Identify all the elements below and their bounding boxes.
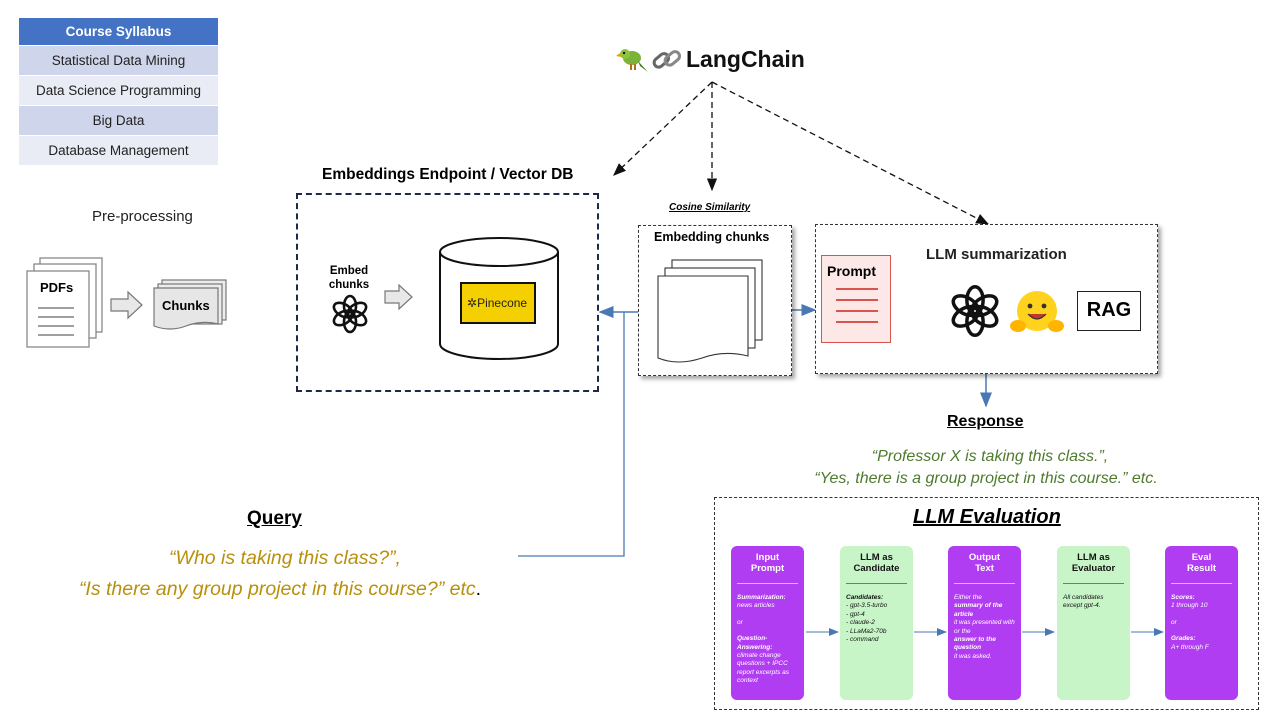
langchain-arrow-summarization [711,81,990,225]
chunks-stack-icon [153,279,227,330]
openai-icon [332,294,368,334]
rag-badge: RAG [1077,291,1141,331]
eval-card-line: it was asked. [954,652,992,660]
response-example-1: “Professor X is taking this class.”, [871,448,1109,465]
syllabus-item: Big Data [19,106,218,136]
syllabus-item: Data Science Programming [19,76,218,106]
parrot-icon [616,49,648,72]
preprocessing-label: Pre-processing [92,208,193,225]
eval-card-line: summary of the article [954,602,1003,618]
eval-card-line: Grades: [1171,635,1196,643]
eval-card-line: climate change questions + IPCC report e… [737,651,790,685]
embedding-chunks-title: Embedding chunks [654,230,770,244]
syllabus-header: Course Syllabus [19,18,218,46]
llm-summarization-title: LLM summarization [926,246,1067,263]
eval-card-line: - LLaMa2-70b [846,627,887,635]
query-example-1: “Who is taking this class?”, [169,547,401,569]
eval-card-line: Question- [737,635,768,643]
pdf-stack-icon [26,257,103,348]
langchain-label: LangChain [686,46,805,72]
eval-card-line: All candidates except gpt-4. [1063,593,1104,610]
huggingface-icon [1010,291,1064,332]
course-syllabus-table: Course Syllabus Statistical Data Mining … [19,18,218,166]
openai-icon [951,284,999,338]
vectordb-box [296,193,599,392]
eval-card-line: news articles [737,602,775,610]
query-example-2: “Is there any group project in this cour… [40,578,520,601]
response-label: Response [947,413,1024,430]
eval-card-line: it was presented with or the [954,619,1015,635]
response-example-2: “Yes, there is a group project in this c… [814,470,1158,487]
embed-label-line: chunks [328,279,370,291]
prompt-label: Prompt [827,263,876,279]
pdfs-label: PDFs [40,280,74,295]
eval-card-line: 1 through 10 [1171,602,1208,610]
embed-label-line: Embed [329,265,369,277]
llm-evaluation-box [714,497,1259,710]
embed-chunks-label: Embed chunks [322,264,376,292]
arrow-right-icon [110,290,143,320]
chain-link-icon [652,50,682,69]
arrow-right-icon [384,284,413,310]
eval-card-line: answer to the question [954,635,996,652]
eval-card-line: Scores: [1171,593,1195,601]
langchain-arrow-vectordb [613,81,713,176]
eval-card-line: Answering: [737,643,773,651]
vectordb-title: Embeddings Endpoint / Vector DB [322,166,574,183]
eval-card-line: - command [846,635,879,643]
query-connector-line [518,312,625,557]
document-stack-icon [657,259,763,363]
query-label: Query [247,508,302,529]
eval-card-line: Candidates: [846,593,884,601]
langchain-logo: LangChain [616,42,816,78]
eval-card-line: - gpt-3.5-turbo [846,602,888,610]
pinecone-label: ✲Pinecone [467,296,528,310]
eval-card-line: or [1171,618,1177,626]
eval-card-line: or [737,618,743,626]
pinecone-logo: ✲Pinecone [460,282,536,324]
eval-card-line: - gpt-4 [846,610,865,618]
eval-card-line: Either the [954,593,982,601]
syllabus-item: Statistical Data Mining [19,46,218,76]
prompt-document: Prompt [821,255,891,343]
query-period: . [475,578,482,600]
query-example-2-text: “Is there any group project in this cour… [78,578,476,600]
eval-card-line: - claude-2 [846,619,875,627]
cosine-similarity-caption: Cosine Similarity [669,202,751,213]
pinecone-text: Pinecone [477,296,528,310]
syllabus-item: Database Management [19,136,218,166]
eval-card-line: A+ through F [1171,643,1209,651]
llm-evaluation-title: LLM Evaluation [913,506,1061,528]
chunks-label: Chunks [162,298,210,313]
eval-card-line: Summarization: [737,593,786,601]
